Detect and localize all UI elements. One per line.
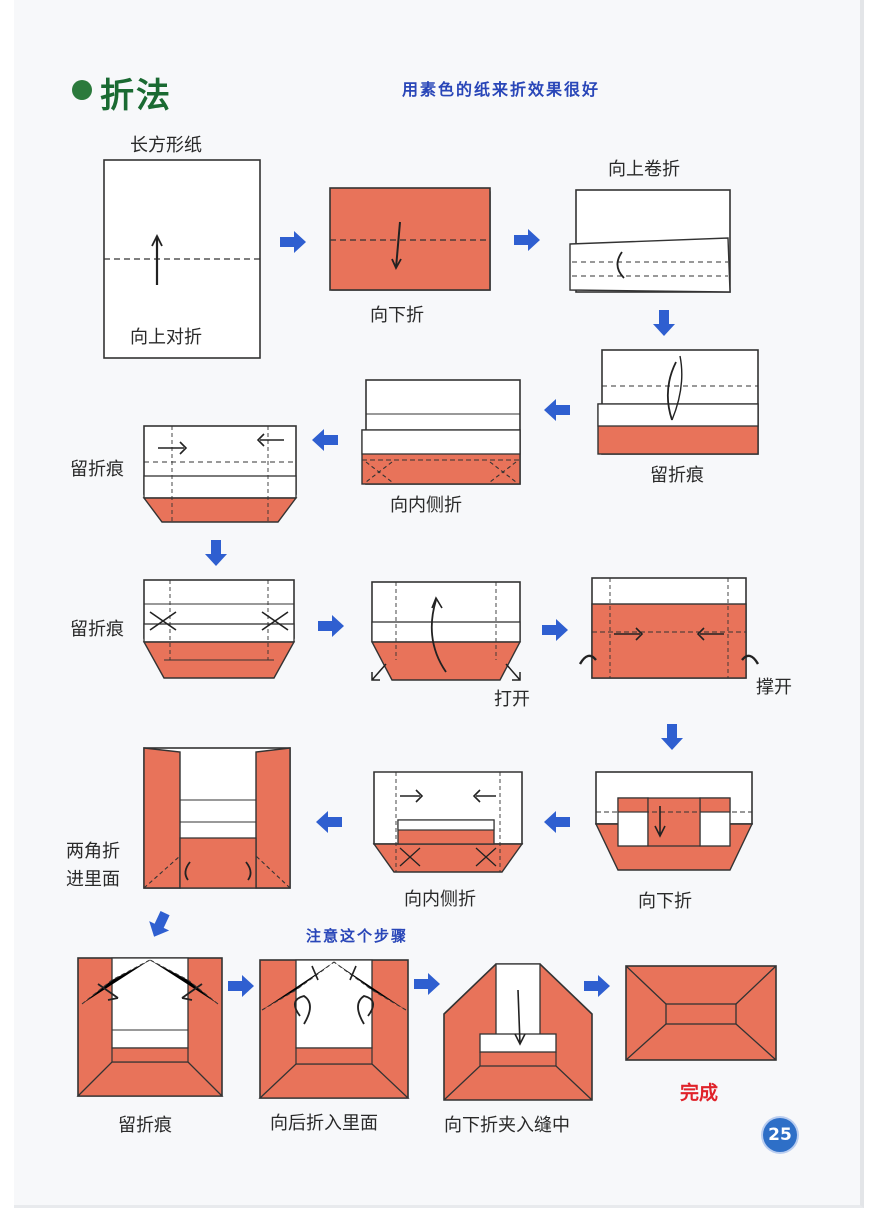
step-1-rectangle-paper: [103, 159, 261, 359]
step-11-inside-fold: [372, 771, 524, 873]
step-7-crease: [142, 579, 296, 679]
label-crease-4: 留折痕: [118, 1115, 172, 1136]
step-8-open: [370, 581, 522, 681]
attention-note: 注意这个步骤: [306, 927, 409, 945]
label-corners-line2: 进里面: [66, 869, 120, 890]
label-crease-1: 留折痕: [650, 465, 704, 486]
page-number: 25: [763, 1118, 797, 1152]
step-15-tuck-in-seam: [443, 963, 593, 1101]
step-10-fold-down: [594, 771, 754, 871]
label-spread-open: 撑开: [756, 677, 792, 698]
label-fold-down-2: 向下折: [638, 891, 692, 912]
step-3-roll-fold-up: [569, 189, 731, 293]
label-corners-line1: 两角折: [66, 841, 120, 862]
step-9-spread-open: [578, 577, 760, 679]
step-12-corners-inside: [143, 747, 291, 889]
label-rectangle-paper: 长方形纸: [130, 135, 202, 156]
label-tuck-in-seam: 向下折夹入缝中: [444, 1115, 570, 1136]
label-inside-fold-2: 向内侧折: [404, 889, 476, 910]
label-crease-2: 留折痕: [70, 459, 124, 480]
step-4-crease: [597, 349, 759, 455]
label-fold-down: 向下折: [370, 305, 424, 326]
label-fold-up-half: 向上对折: [130, 327, 202, 348]
page-title: 折法: [100, 76, 172, 116]
step-6-crease: [142, 425, 298, 523]
step-2-fold-down: [329, 187, 491, 291]
label-roll-fold-up: 向上卷折: [608, 159, 680, 180]
step-5-inside-fold: [361, 379, 521, 485]
label-finished: 完成: [680, 1082, 719, 1104]
step-14-fold-back-inside: [258, 959, 410, 1099]
section-bullet: [72, 80, 92, 100]
step-16-finished-box: [625, 965, 777, 1061]
step-13-crease: [76, 957, 224, 1097]
label-open: 打开: [494, 689, 530, 710]
label-fold-back-inside: 向后折入里面: [270, 1113, 378, 1134]
paper-tip: 用素色的纸来折效果很好: [402, 80, 601, 99]
label-inside-fold-1: 向内侧折: [390, 495, 462, 516]
label-crease-3: 留折痕: [70, 619, 124, 640]
